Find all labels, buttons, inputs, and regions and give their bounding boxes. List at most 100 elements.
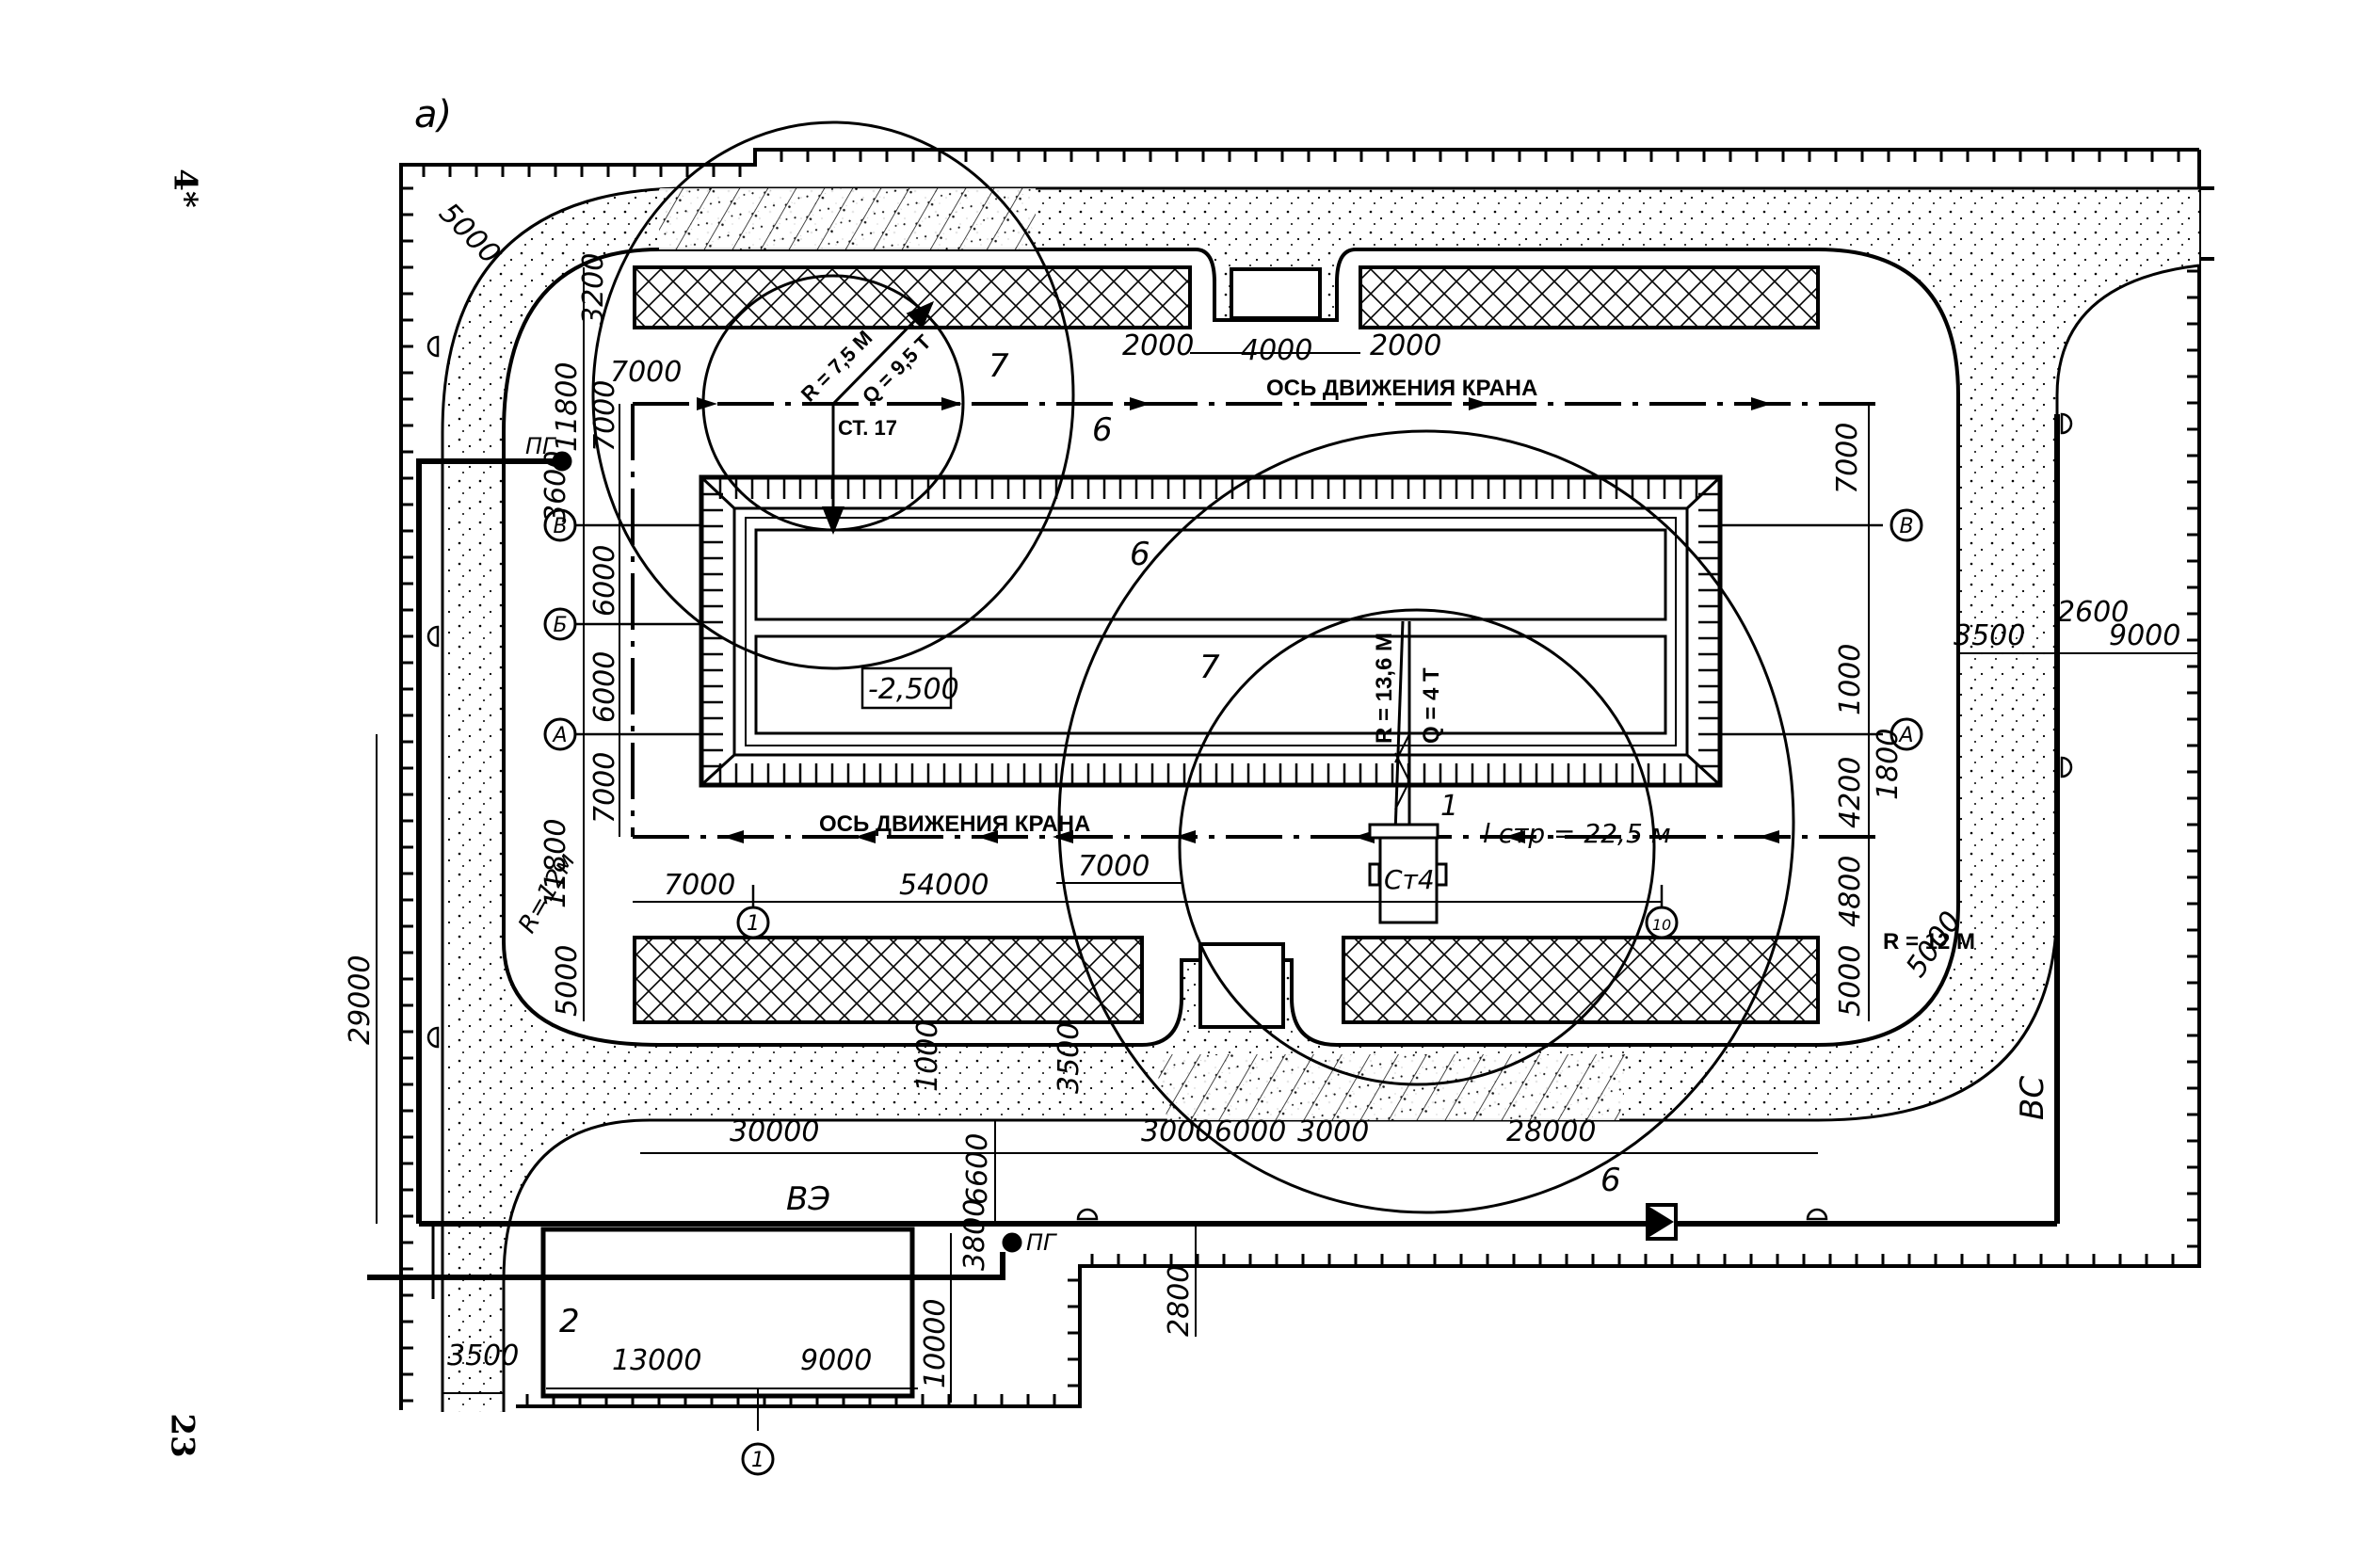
axis-bubble-building-1: 1 [741,1442,775,1476]
dim-right-4200: 4200 [1834,757,1867,828]
storage-bottom-right [1342,936,1820,1024]
dim-bottom-7000-left: 7000 [664,869,735,902]
callout-7-top: 7 [989,347,1009,385]
dim-lower-3000-b: 3000 [1297,1115,1369,1148]
svg-text:10: 10 [1652,916,1671,934]
storage-areas [633,265,1820,1029]
dim-lower-3800: 3800 [958,1199,991,1271]
dim-right-1000: 1000 [1834,644,1867,715]
power-line-label: ВЭ [786,1180,830,1218]
water-line-label: ВС [2014,1076,2051,1120]
dim-left-3600: 3600 [539,451,572,522]
pit-elevation: -2,500 [868,673,959,706]
tower-crane [1368,620,1448,924]
callout-2-building: 2 [559,1303,580,1340]
svg-text:А: А [551,724,567,747]
dim-left-11800-bottom: 11800 [539,819,572,908]
dim-right-7000: 7000 [1831,423,1864,494]
work-zone-main [1178,608,1656,1086]
road-radius-right: R = 12 М [1883,929,1975,954]
site-office-top [1230,267,1322,320]
crane-axis-label-bottom: ОСЬ ДВИЖЕНИЯ КРАНА [819,811,1090,837]
crane-zones [591,120,1795,1214]
svg-text:1: 1 [751,1449,764,1472]
crane-main-station: Ст4 [1384,864,1435,895]
lamps [426,335,2073,1221]
dim-building-13000: 13000 [612,1344,701,1377]
axis-bubble-v-left: В [543,508,577,542]
callout-6-bottom: 6 [1600,1162,1621,1199]
dim-bottom-7000-mid: 7000 [1078,850,1150,883]
dim-bottom-54000: 54000 [899,869,989,902]
axis-grid [574,523,1883,922]
dim-top-storage-offset: 3200 [577,253,610,325]
crane-axis-arrows [697,397,1779,843]
dim-lower-2800: 2800 [1163,1265,1196,1337]
pump-valve [1646,1203,1678,1241]
dimension-lines [376,267,2199,1431]
dim-right-4800: 4800 [1834,856,1867,927]
dim-left-29000: 29000 [344,955,377,1045]
svg-text:В: В [1899,515,1913,538]
dim-left-6000-b: 6000 [588,651,621,723]
danger-zone-hatch [659,188,1629,1120]
dim-lower-3500: 3500 [1053,1022,1085,1094]
dim-right-9000: 9000 [2109,619,2180,652]
hydrant-bottom-label: ПГ [1026,1229,1057,1256]
svg-text:Б: Б [553,614,567,637]
axis-bubble-b-left: Б [543,607,577,641]
dim-lower-6600: 6600 [961,1133,994,1205]
dim-top-gap-mid: 4000 [1241,334,1312,367]
crane-track-length: l стр = 22,5 м [1483,818,1671,849]
danger-zone-top [591,120,1075,670]
storage-top-left [633,265,1192,329]
axis-bubble-a-right: А [1890,717,1923,751]
dim-left-7000-h: 7000 [610,356,682,389]
dim-entry-3500: 3500 [447,1339,519,1372]
dim-right-3500: 3500 [1954,619,2025,652]
dim-top-gap-left: 2000 [1122,329,1194,362]
dim-building-10000: 10000 [919,1299,952,1388]
callout-7-mid: 7 [1199,649,1220,686]
storage-top-right [1359,265,1820,329]
axis-bubble-10: 10 [1645,906,1679,939]
crane-main-radius: R = 13,6 М [1372,633,1397,744]
callout-1-crane: 1 [1440,790,1458,823]
dim-right-2600: 2600 [2057,596,2129,629]
fire-hydrants [552,451,1022,1253]
dim-lower-30000: 30000 [730,1115,819,1148]
crane-main-load: Q = 4 Т [1419,667,1444,744]
site-fence [399,148,2214,1410]
temporary-road [441,186,2200,1412]
svg-text:1: 1 [747,912,760,936]
axis-bubble-v-right: В [1890,508,1923,542]
dim-left-11800-top: 11800 [551,362,584,452]
axis-bubble-a-left: А [543,717,577,751]
figure-label: а) [414,93,452,136]
crane-axis [631,402,1878,839]
elevation-box [860,666,953,710]
dim-left-6000-a: 6000 [588,545,621,617]
svg-text:В: В [553,515,567,538]
callout-6-top: 6 [1092,411,1113,449]
crane-top-station: СТ. 17 [838,416,897,440]
dim-left-7000-v-bottom: 7000 [588,752,621,824]
danger-zone-main [1057,429,1795,1214]
utilities [367,414,2060,1299]
dim-building-9000: 9000 [800,1344,872,1377]
storage-bottom-left [633,936,1144,1024]
dim-lower-28000: 28000 [1506,1115,1596,1148]
dim-left-5000: 5000 [551,945,584,1017]
hydrant-top-label: ПГ [525,433,556,459]
site-office-bottom [1198,942,1285,1029]
dim-right-1800: 1800 [1872,729,1905,800]
foundation-pit [699,474,1723,788]
dim-top-gap-right: 2000 [1370,329,1441,362]
dim-lower-3000-a: 3000 [1141,1115,1213,1148]
dim-lower-1000: 1000 [911,1020,944,1092]
dim-right-5000-storage: 5000 [1834,945,1867,1017]
temporary-building [540,1227,915,1399]
crane-axis-label-top: ОСЬ ДВИЖЕНИЯ КРАНА [1266,376,1537,401]
dim-lower-6000: 6000 [1214,1115,1286,1148]
